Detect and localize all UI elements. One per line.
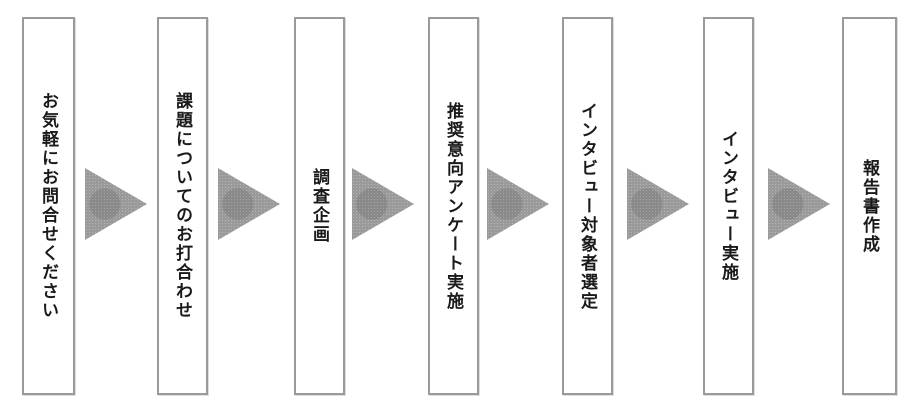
- arrow-right-icon: [627, 168, 689, 240]
- step-label: 推奨意向アンケート実施: [444, 101, 463, 311]
- arrow-right-icon: [85, 168, 147, 240]
- step-label: 調査企画: [310, 168, 329, 244]
- arrow-right-icon: [352, 168, 414, 240]
- step-box-interview: インタビュー実施: [703, 17, 754, 395]
- arrow-right-icon: [218, 168, 280, 240]
- step-box-meeting: 課題についてのお打合わせ: [157, 17, 208, 395]
- arrow-right-icon: [487, 168, 549, 240]
- step-label: 報告書作成: [860, 158, 879, 254]
- step-label: 課題についてのお打合わせ: [173, 92, 192, 320]
- step-label: お気軽にお問合せください: [39, 92, 58, 320]
- step-box-report: 報告書作成: [842, 17, 897, 395]
- step-box-recommendation-survey: 推奨意向アンケート実施: [428, 17, 479, 395]
- step-label: インタビュー対象者選定: [578, 101, 597, 311]
- step-box-contact: お気軽にお問合せください: [22, 17, 75, 395]
- step-label: インタビュー実施: [719, 130, 738, 282]
- step-box-survey-planning: 調査企画: [294, 17, 345, 395]
- step-box-interviewee-selection: インタビュー対象者選定: [562, 17, 613, 395]
- arrow-right-icon: [768, 168, 830, 240]
